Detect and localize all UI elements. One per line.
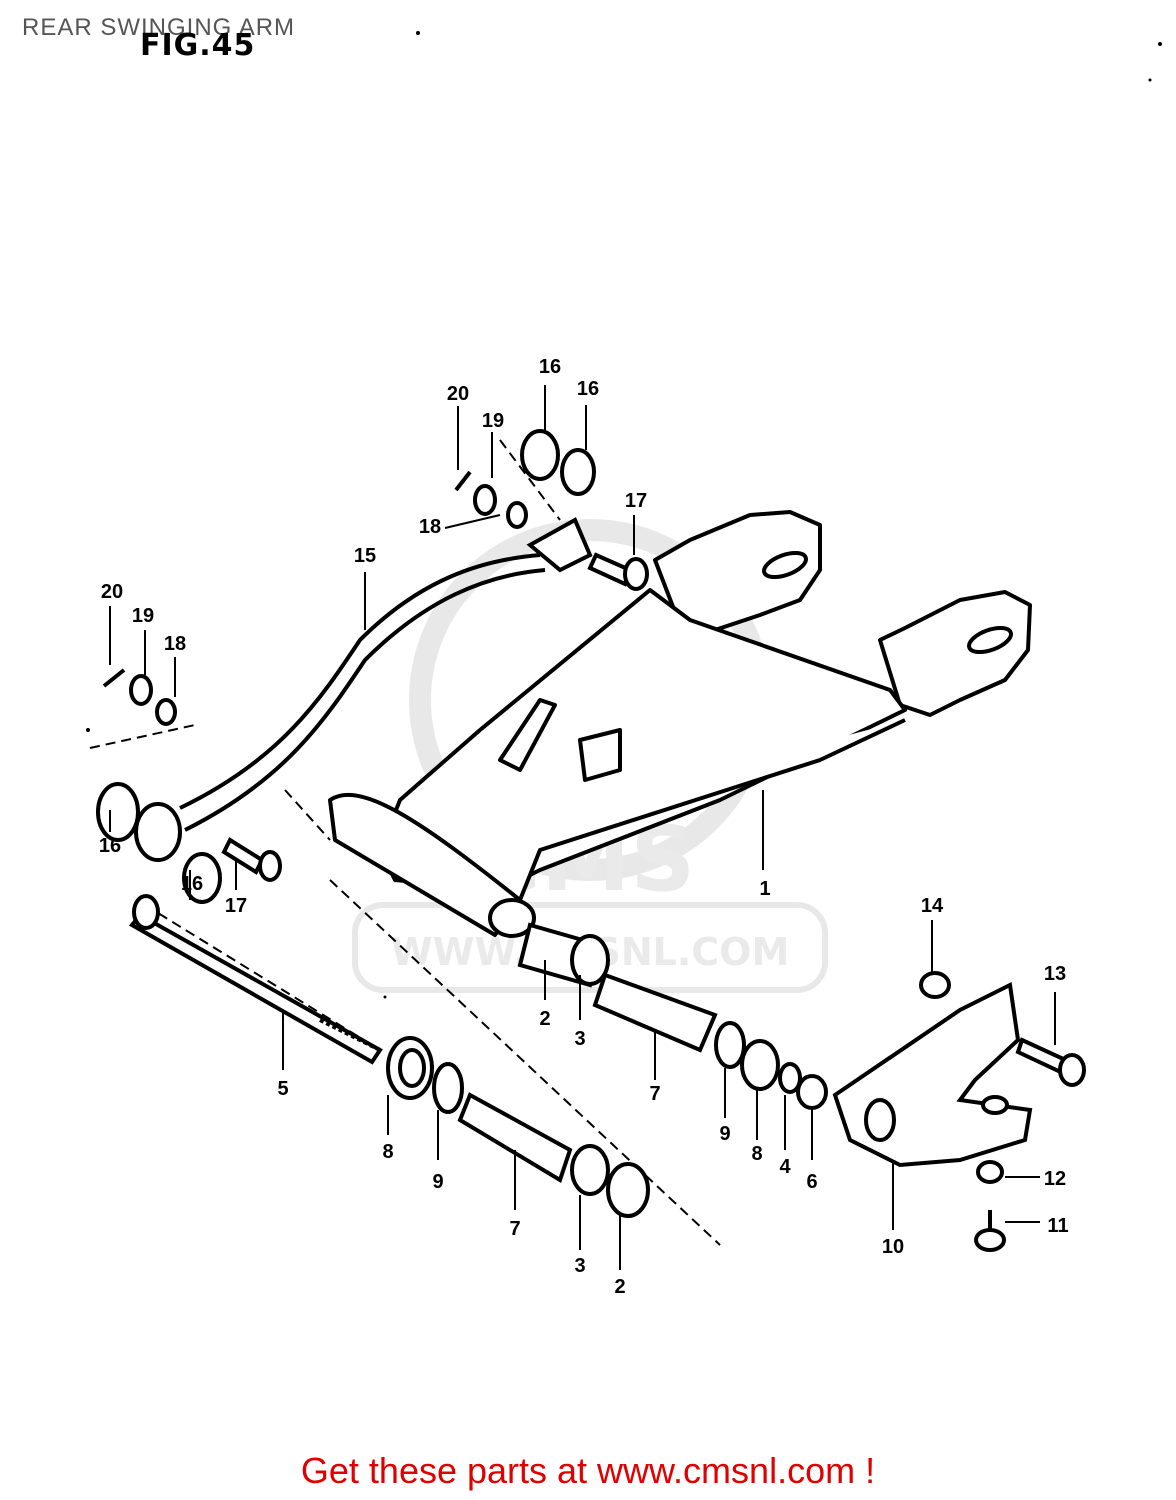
callout-13: 13 [1044, 963, 1066, 985]
callout-1: 1 [759, 878, 770, 900]
callout-4: 4 [779, 1156, 791, 1178]
diagram-title: REAR SWINGING ARM [22, 14, 296, 41]
callout-12: 12 [1044, 1168, 1066, 1190]
fasteners [102, 470, 649, 882]
pivot-bolt [128, 894, 383, 1065]
callout-18: 18 [419, 516, 441, 538]
callout-17: 17 [225, 895, 247, 917]
rod-end-bushings [96, 429, 596, 904]
callout-16: 16 [99, 835, 121, 857]
callout-11: 11 [1047, 1215, 1068, 1237]
part-callouts: 1 2 2 3 3 4 5 6 7 7 8 8 9 9 10 11 12 13 … [99, 356, 1069, 1298]
callout-14: 14 [921, 895, 944, 917]
callout-20: 20 [101, 581, 123, 603]
shock-lever-assembly [832, 971, 1086, 1252]
callout-8: 8 [382, 1141, 393, 1163]
callout-10: 10 [882, 1236, 904, 1258]
callout-16: 16 [539, 356, 561, 378]
callout-9: 9 [432, 1171, 443, 1193]
pivot-components [386, 922, 828, 1218]
cmsnl-parts-link[interactable]: Get these parts at www.cmsnl.com ! [300, 1450, 876, 1491]
callout-2: 2 [614, 1276, 625, 1298]
callout-19: 19 [482, 410, 504, 432]
swing-arm [328, 510, 1032, 938]
callout-15: 15 [354, 545, 376, 567]
callout-16: 16 [577, 378, 599, 400]
callout-19: 19 [132, 605, 154, 627]
callout-8: 8 [751, 1143, 762, 1165]
callout-2: 2 [539, 1008, 550, 1030]
callout-3: 3 [574, 1028, 585, 1050]
callout-7: 7 [509, 1218, 520, 1240]
scan-specks [86, 31, 1162, 999]
figure-label: FIG.45 [140, 28, 256, 63]
leader-lines [109, 385, 1056, 1270]
torque-rod [179, 517, 593, 832]
callout-18: 18 [164, 633, 186, 655]
callout-16: 16 [181, 873, 203, 895]
callout-9: 9 [719, 1123, 730, 1145]
callout-17: 17 [625, 490, 647, 512]
callout-6: 6 [806, 1171, 817, 1193]
callout-20: 20 [447, 383, 469, 405]
callout-5: 5 [277, 1078, 288, 1100]
callout-3: 3 [574, 1255, 585, 1277]
callout-7: 7 [649, 1083, 660, 1105]
